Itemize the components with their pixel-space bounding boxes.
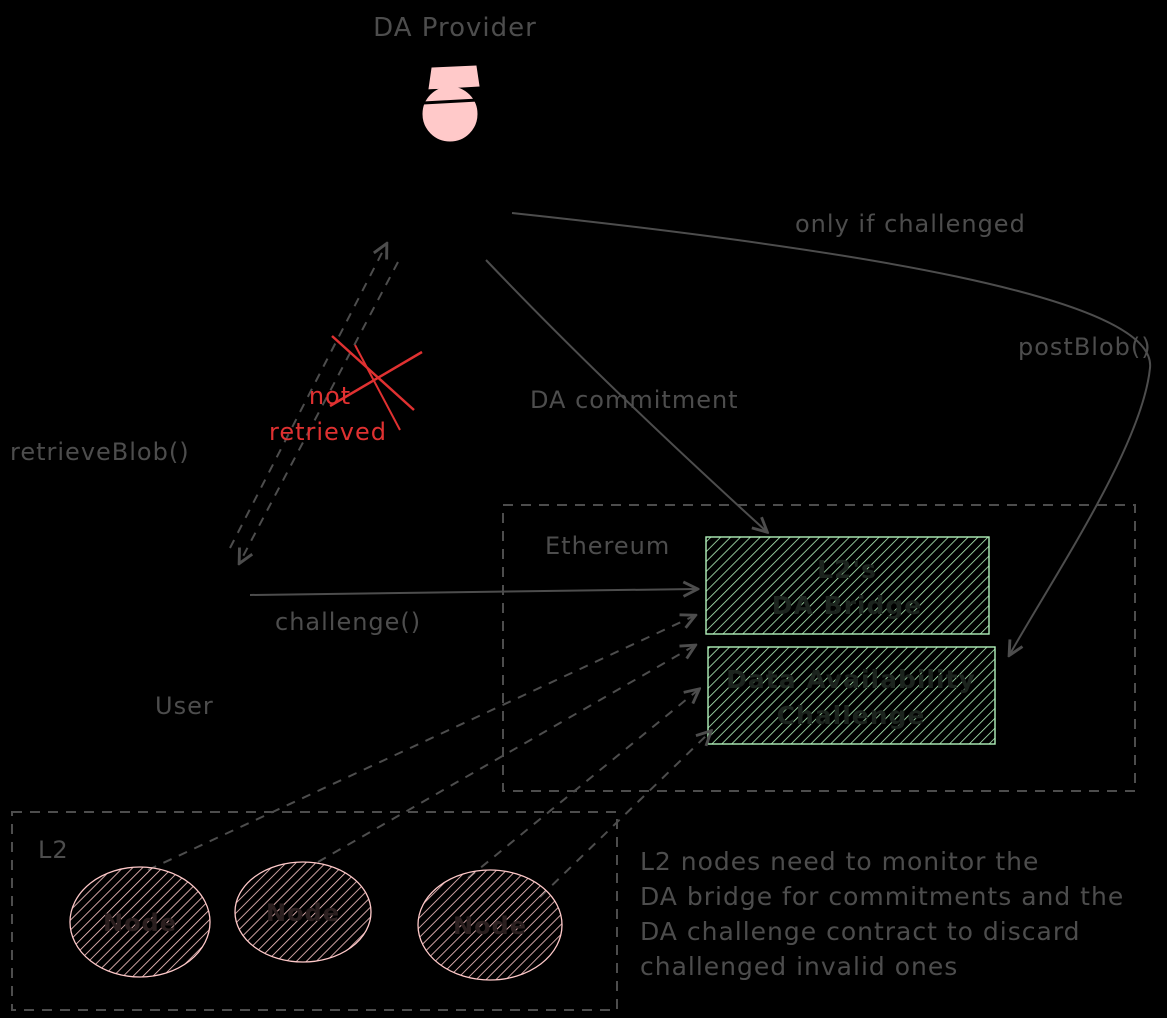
not-retrieved-label-line1: not (309, 382, 351, 410)
challenge-label: challenge() (275, 608, 421, 636)
arrow-node1-monitor (147, 616, 694, 871)
ethereum-container (502, 504, 1136, 792)
node-label-3: Node (453, 912, 527, 940)
l2-container (11, 811, 618, 1011)
note-line-2: DA bridge for commitments and the (640, 882, 1124, 911)
da-challenge-box: Data Availability Challenge (707, 646, 996, 745)
arrow-retrieve-blob-response (240, 261, 399, 562)
da-challenge-box-label-line1: Data Availability (726, 665, 976, 694)
note-text: L2 nodes need to monitor the DA bridge f… (640, 847, 1124, 981)
l2-label: L2 (38, 836, 69, 864)
da-provider-label: DA Provider (373, 13, 537, 43)
ethereum-label: Ethereum (545, 532, 670, 560)
da-bridge-box: L2's DA Bridge (705, 536, 990, 635)
arrow-node3-monitor-challenge (539, 732, 710, 898)
node-ellipse-2: Node (234, 861, 372, 963)
note-line-3: DA challenge contract to discard (640, 917, 1081, 946)
arrow-challenge (249, 589, 696, 595)
node-ellipse-3: Node (417, 869, 563, 981)
da-challenge-box-label-line2: Challenge (777, 701, 926, 730)
note-line-4: challenged invalid ones (640, 952, 958, 981)
hat-line (422, 98, 479, 105)
arrow-da-commitment (485, 259, 766, 531)
retrieve-blob-label: retrieveBlob() (10, 438, 190, 466)
da-bridge-box-label-line1: L2's (817, 555, 877, 584)
node-label-2: Node (266, 899, 340, 927)
da-commitment-label: DA commitment (530, 386, 739, 414)
only-if-challenged-label: only if challenged (795, 210, 1026, 238)
da-provider-icon (422, 65, 483, 142)
da-bridge-box-label-line2: DA Bridge (772, 591, 923, 620)
arrow-post-blob (511, 212, 1152, 654)
note-line-1: L2 nodes need to monitor the (640, 847, 1039, 876)
red-cross-icon (329, 335, 423, 431)
node-ellipse-1: Node (69, 866, 211, 978)
not-retrieved-label-line2: retrieved (269, 418, 387, 446)
head-shape (422, 86, 478, 142)
node-label-1: Node (103, 909, 177, 937)
arrow-node2-monitor (317, 646, 694, 863)
post-blob-label: postBlob() (1018, 333, 1152, 361)
hat-crown-shape (428, 65, 480, 90)
arrow-retrieve-blob-request (229, 245, 386, 549)
user-label: User (155, 692, 214, 720)
